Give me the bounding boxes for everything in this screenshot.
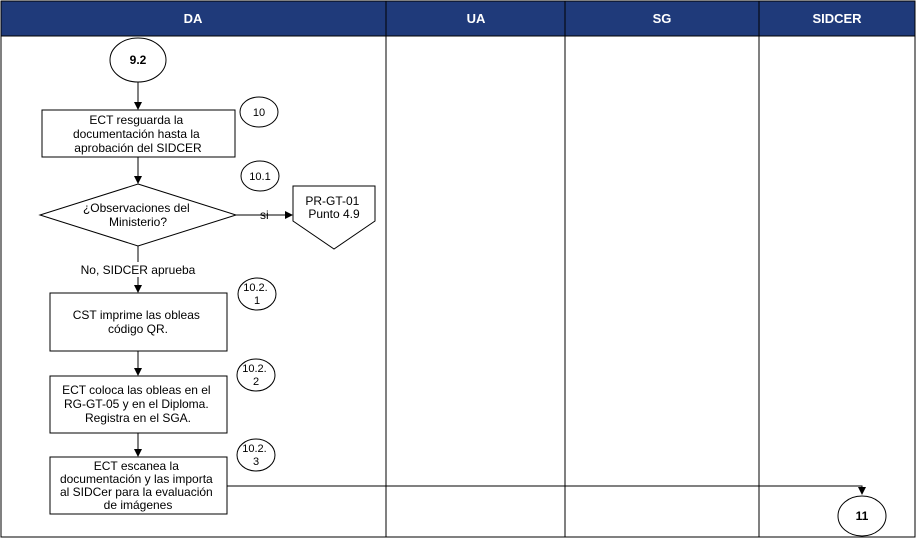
step-10-2-2-text-line: RG-GT-05 y en el Diploma.	[64, 397, 209, 411]
step-10-2-3-text-line: de imágenes	[104, 498, 173, 512]
lane-area	[0, 35, 916, 538]
svg-text:PR-GT-01 Punto 4.9: PR-GT-01 Punto 4.9	[305, 194, 362, 221]
arrow-10-2-3-to-end	[227, 485, 866, 495]
svg-text:10.1: 10.1	[249, 171, 270, 183]
svg-text:10.2. 1: 10.2. 1	[243, 282, 271, 307]
svg-text:¿Observaciones del Minis: ¿Observaciones del Ministerio?	[83, 201, 193, 229]
step-10-1-number: 10.1	[240, 160, 280, 192]
step-10-text-line: ECT resguarda la	[89, 113, 183, 127]
lane-header-da	[0, 0, 387, 37]
decision-text-line: Ministerio?	[109, 215, 167, 229]
lane-bodies	[0, 35, 916, 538]
step-10-2-1-box: CST imprime las obleas código QR.	[49, 292, 228, 352]
lane-header-ua	[385, 0, 566, 37]
svg-text:10.2. 2: 10.2. 2	[242, 363, 270, 388]
step-10-2-2-box: ECT coloca las obleas en el RG-GT-05 y e…	[49, 375, 228, 434]
step-10-number: 10	[239, 96, 279, 128]
lane-title-da: DA	[184, 11, 203, 26]
yes-label: si	[260, 208, 269, 222]
step-10-2-2-text-line: Registra en el SGA.	[85, 411, 191, 425]
step-10-2-2-text-line: ECT coloca las obleas en el	[62, 383, 211, 397]
svg-text:ECT escanea la documenta: ECT escanea la documentación y las impor…	[60, 459, 216, 512]
lane-header-sg	[564, 0, 760, 37]
no-label: No, SIDCER aprueba	[81, 263, 196, 277]
lane-title-sidcer: SIDCER	[812, 11, 862, 26]
start-connector-label: 9.2	[130, 53, 147, 67]
decision-observaciones: ¿Observaciones del Ministerio?	[38, 183, 238, 247]
step-10-box: ECT resguarda la documentación hasta la …	[41, 109, 236, 158]
start-connector: 9.2	[109, 37, 167, 83]
end-connector-label: 11	[856, 509, 869, 523]
step-10-2-3-text-line: al SIDCer para la evaluación	[60, 485, 213, 499]
offpage-reference-pr-gt-01: PR-GT-01 Punto 4.9	[292, 185, 376, 250]
lane-title-sg: SG	[653, 11, 672, 26]
decision-text-line: ¿Observaciones del	[83, 201, 190, 215]
svg-text:10: 10	[253, 107, 265, 119]
step-10-2-1-text-line: código QR.	[108, 322, 168, 336]
reference-text-line: Punto 4.9	[308, 207, 360, 221]
step-10-2-3-number: 10.2. 3	[236, 438, 276, 472]
step-10-2-2-number: 10.2. 2	[236, 358, 276, 392]
step-10-2-3-box: ECT escanea la documentación y las impor…	[49, 456, 228, 515]
step-10-2-3-text-line: documentación y las importa	[60, 472, 213, 486]
step-10-2-1-number: 10.2. 1	[237, 277, 277, 311]
step-10-2-1-text-line: CST imprime las obleas	[73, 308, 200, 322]
lane-header-sidcer	[758, 0, 916, 37]
svg-text:10.2. 3: 10.2. 3	[242, 443, 270, 468]
svg-text:CST imprime las obleas c: CST imprime las obleas código QR.	[73, 308, 204, 336]
lane-title-ua: UA	[467, 11, 486, 26]
lane-headers: DA UA SG SIDCER	[0, 0, 916, 37]
step-10-2-3-text-line: ECT escanea la	[94, 459, 179, 473]
svg-text:ECT coloca las obleas en el: ECT coloca las obleas en el RG-GT-05 y e…	[62, 383, 214, 425]
end-connector: 11	[837, 495, 887, 537]
step-10-text-line: aprobación del SIDCER	[74, 141, 202, 155]
reference-text-line: PR-GT-01	[305, 194, 359, 208]
step-10-text-line: documentación hasta la	[73, 127, 200, 141]
svg-text:ECT resguarda la documen: ECT resguarda la documentación hasta la …	[73, 113, 203, 155]
